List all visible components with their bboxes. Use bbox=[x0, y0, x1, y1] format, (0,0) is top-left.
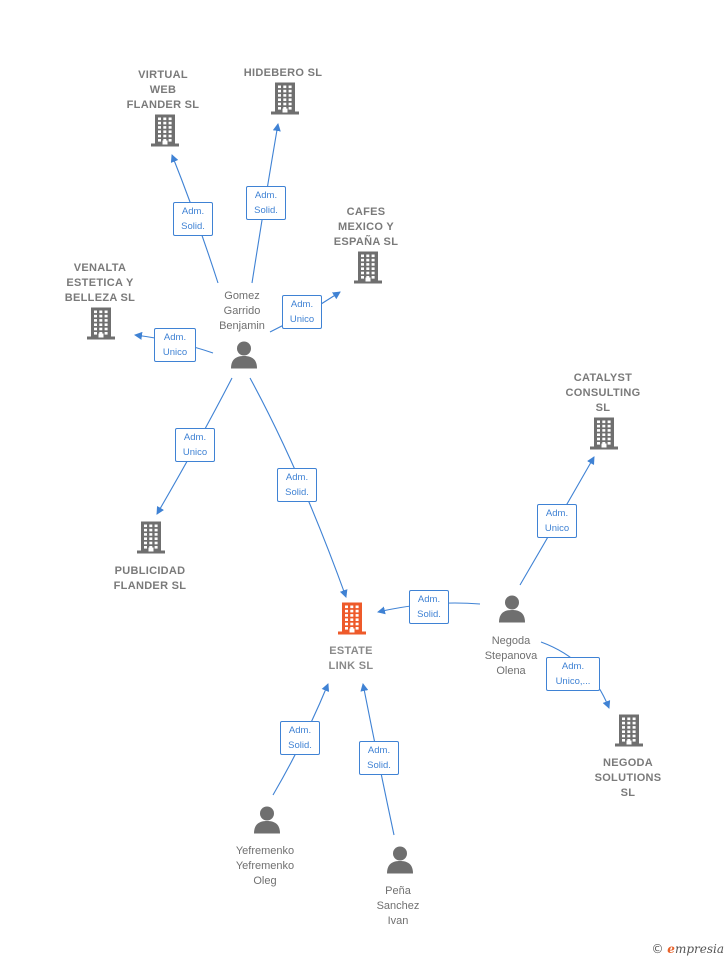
node-catalyst[interactable] bbox=[588, 417, 620, 456]
building-icon bbox=[137, 521, 165, 554]
node-venalta[interactable] bbox=[85, 307, 117, 346]
copyright-symbol: © bbox=[651, 942, 664, 956]
building-icon bbox=[151, 114, 179, 147]
node-negoda_sol[interactable] bbox=[613, 714, 645, 753]
node-virtual[interactable] bbox=[149, 114, 181, 153]
node-label-catalyst[interactable]: CATALYST CONSULTING SL bbox=[565, 372, 641, 414]
brand-name: mpresia bbox=[674, 942, 724, 956]
building-icon bbox=[271, 82, 299, 115]
node-label-virtual[interactable]: VIRTUAL WEB FLANDER SL bbox=[126, 69, 200, 111]
node-gomez[interactable] bbox=[229, 341, 259, 374]
node-label-negoda_sol[interactable]: NEGODA SOLUTIONS SL bbox=[594, 757, 662, 799]
edge-label-gomez-virtual[interactable]: Adm. Solid. bbox=[173, 202, 213, 236]
node-yefremenko[interactable] bbox=[252, 806, 282, 839]
node-label-hidebero[interactable]: HIDEBERO SL bbox=[243, 67, 323, 79]
edge-label-pena-estate[interactable]: Adm. Solid. bbox=[359, 741, 399, 775]
edge-label-gomez-venalta[interactable]: Adm. Unico bbox=[154, 328, 196, 362]
brand-watermark: © empresia bbox=[651, 942, 724, 956]
node-label-pena[interactable]: Peña Sanchez Ivan bbox=[376, 885, 420, 927]
edge-label-negoda-negodasol[interactable]: Adm. Unico,... bbox=[546, 657, 600, 691]
node-estate[interactable] bbox=[336, 602, 368, 641]
brand-initial: e bbox=[667, 942, 675, 956]
building-icon bbox=[615, 714, 643, 747]
node-negoda[interactable] bbox=[497, 595, 527, 628]
person-icon bbox=[231, 341, 257, 369]
node-label-publicidad[interactable]: PUBLICIDAD FLANDER SL bbox=[113, 565, 187, 592]
node-label-negoda[interactable]: Negoda Stepanova Olena bbox=[484, 635, 538, 677]
person-icon bbox=[387, 846, 413, 874]
node-label-cafes[interactable]: CAFES MEXICO Y ESPAÑA SL bbox=[333, 206, 399, 248]
edge-label-negoda-estate[interactable]: Adm. Solid. bbox=[409, 590, 449, 624]
node-label-gomez[interactable]: Gomez Garrido Benjamin bbox=[219, 290, 265, 332]
edge-label-yefremenko-estate[interactable]: Adm. Solid. bbox=[280, 721, 320, 755]
edge-label-gomez-publicidad[interactable]: Adm. Unico bbox=[175, 428, 215, 462]
node-pena[interactable] bbox=[385, 846, 415, 879]
building-icon bbox=[590, 417, 618, 450]
node-hidebero[interactable] bbox=[269, 82, 301, 121]
building-icon bbox=[87, 307, 115, 340]
edge-label-negoda-catalyst[interactable]: Adm. Unico bbox=[537, 504, 577, 538]
node-cafes[interactable] bbox=[352, 251, 384, 290]
building-icon bbox=[338, 602, 366, 635]
person-icon bbox=[254, 806, 280, 834]
node-publicidad[interactable] bbox=[135, 521, 167, 560]
node-label-yefremenko[interactable]: Yefremenko Yefremenko Oleg bbox=[235, 845, 295, 887]
person-icon bbox=[499, 595, 525, 623]
edge-label-gomez-estate[interactable]: Adm. Solid. bbox=[277, 468, 317, 502]
node-label-venalta[interactable]: VENALTA ESTETICA Y BELLEZA SL bbox=[64, 262, 136, 304]
building-icon bbox=[354, 251, 382, 284]
node-label-estate[interactable]: ESTATE LINK SL bbox=[328, 645, 374, 672]
edge-label-gomez-cafes[interactable]: Adm. Unico bbox=[282, 295, 322, 329]
edge-label-gomez-hidebero[interactable]: Adm. Solid. bbox=[246, 186, 286, 220]
